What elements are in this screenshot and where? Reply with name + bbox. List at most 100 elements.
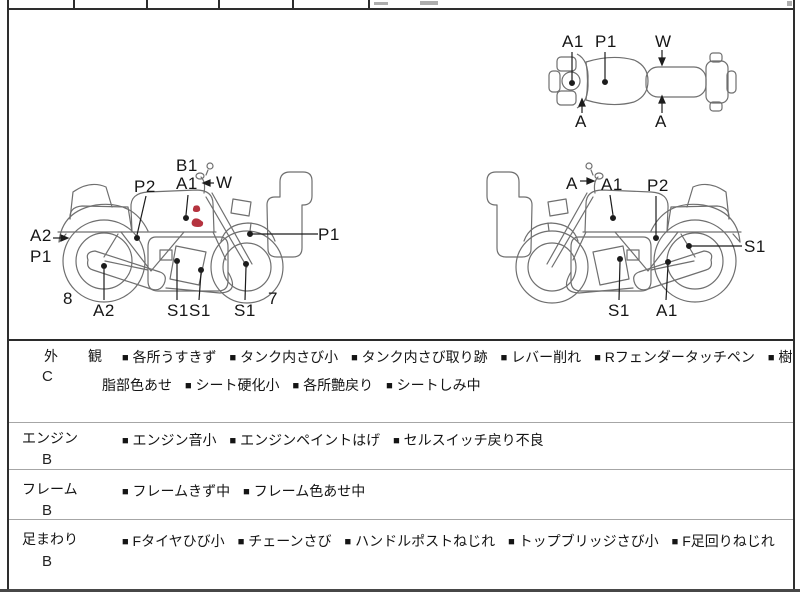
inspection-item-text: シート硬化小 (195, 377, 280, 393)
bullet-icon: ■ (393, 435, 400, 447)
diagram-label-top-view: W (655, 32, 672, 51)
section-items: ■ Fタイヤひび小■ チェーンさび■ ハンドルポストねじれ■ トップブリッジさび… (102, 528, 796, 556)
diagram-label-side-left: S1 (167, 301, 189, 320)
cutoff-text-fragment (787, 1, 792, 6)
inspection-item-text: タンク内さび取り跡 (361, 349, 488, 365)
bullet-icon: ■ (594, 352, 601, 364)
inspection-item: ■ シート硬化小 (185, 377, 293, 393)
section-items: ■ 各所うすきず■ タンク内さび小■ タンク内さび取り跡■ レバー削れ■ Rフェ… (102, 344, 796, 400)
section-grade: B (42, 451, 53, 468)
inspection-item-text: エンジン音小 (132, 432, 217, 448)
inspection-item: ■ フレームきず中 (122, 483, 243, 499)
inspection-item: ■ セルスイッチ戻り不良 (393, 432, 557, 448)
diagram-label-side-right: S1 (608, 301, 630, 320)
inspection-item: ■ タンク内さび取り跡 (351, 349, 501, 365)
inspection-item-text: セルスイッチ戻り不良 (403, 432, 544, 448)
section-label: 外 観 (44, 348, 110, 364)
diagram-label-side-left: A2 (30, 226, 52, 245)
diagram-label-side-right: A1 (656, 301, 678, 320)
bullet-icon: ■ (122, 352, 129, 364)
section-divider (8, 339, 794, 341)
section-divider (8, 519, 794, 520)
section-grade: C (42, 368, 53, 385)
inspection-item: ■ エンジン音小 (122, 432, 230, 448)
table-cell-divider (292, 0, 294, 10)
bullet-icon: ■ (122, 435, 129, 447)
motorcycle-top-view (548, 50, 737, 113)
diagram-label-top-view: A1 (562, 32, 584, 51)
inspection-item-text: チェーンさび (248, 533, 332, 549)
sheet-left-border (7, 0, 9, 591)
sheet-bottom-border (0, 589, 800, 592)
diagram-label-side-left: A1 (176, 174, 198, 193)
bullet-icon: ■ (500, 352, 508, 364)
table-cell-divider (368, 0, 370, 10)
bullet-icon: ■ (185, 380, 192, 392)
inspection-item-text: タンク内さび小 (240, 349, 339, 365)
table-cell-divider (146, 0, 148, 10)
inspection-item: ■ F足回りねじれ (672, 533, 788, 549)
section-label: フレーム (22, 481, 78, 497)
section-items: ■ フレームきず中■ フレーム色あせ中 (102, 478, 796, 506)
inspection-item-text: 各所うすきず (132, 349, 217, 365)
diagram-label-side-left: 7 (268, 289, 278, 308)
section-label: エンジン (22, 430, 78, 446)
diagram-label-side-left: P1 (318, 225, 340, 244)
inspection-item-text: 樹脂部色あせ (102, 349, 793, 393)
cutoff-text-fragment (420, 1, 438, 5)
inspection-item: ■ 各所艶戻り (293, 377, 387, 393)
damage-marks (191, 205, 204, 227)
table-top-border (7, 8, 795, 10)
bullet-icon: ■ (229, 352, 237, 364)
inspection-item: ■ トップブリッジさび小 (508, 533, 672, 549)
inspection-item-text: F足回りねじれ (682, 533, 775, 549)
diagram-label-top-view: A (655, 112, 667, 131)
motorcycle-side-right (486, 162, 742, 304)
inspection-item: ■ タンク内さび小 (230, 349, 352, 365)
inspection-item: ■ 樹脂部色あせ (102, 349, 792, 393)
bullet-icon: ■ (122, 486, 129, 498)
section-divider (8, 422, 794, 423)
inspection-item-text: フレームきず中 (132, 483, 231, 499)
section-label: 足まわり (22, 531, 78, 547)
diagram-label-side-right: A (566, 174, 578, 193)
bullet-icon: ■ (351, 352, 358, 364)
table-cell-divider (218, 0, 220, 10)
cutoff-text-fragment (374, 2, 388, 5)
bullet-icon: ■ (243, 486, 250, 498)
inspection-item: ■ 各所うすきず (122, 349, 230, 365)
motorcycle-side-left (53, 162, 318, 304)
diagram-label-side-left: P2 (134, 177, 156, 196)
inspection-item: ■ チェーンさび (238, 533, 345, 549)
diagram-label-side-left: B1 (176, 156, 198, 175)
section-items: ■ エンジン音小■ エンジンペイントはげ■ セルスイッチ戻り不良 (102, 427, 796, 455)
inspection-item: ■ レバー削れ (501, 349, 595, 365)
diagram-label-side-left: A2 (93, 301, 115, 320)
inspection-item: ■ フレーム色あせ中 (243, 483, 378, 499)
section-grade: B (42, 553, 53, 570)
inspection-item-text: トップブリッジさび小 (518, 533, 659, 549)
diagram-label-side-left: S1 (189, 301, 211, 320)
inspection-item-text: エンジンペイントはげ (240, 432, 381, 448)
bullet-icon: ■ (671, 536, 679, 548)
bullet-icon: ■ (122, 536, 129, 548)
inspection-item-text: フレーム色あせ中 (253, 483, 366, 499)
inspection-item: ■ Rフェンダータッチペン (594, 349, 768, 365)
section-divider (8, 469, 794, 470)
diagram-label-side-right: A1 (601, 175, 623, 194)
inspection-item-text: シートしみ中 (396, 377, 481, 393)
sheet-right-border (793, 0, 795, 591)
section-grade: B (42, 502, 53, 519)
diagram-label-side-left: P1 (30, 247, 52, 266)
inspection-item: ■ シートしみ中 (386, 377, 494, 393)
table-cell-divider (73, 0, 75, 10)
bullet-icon: ■ (344, 536, 352, 548)
diagram-label-top-view: A (575, 112, 587, 131)
inspection-item-text: ハンドルポストねじれ (355, 533, 496, 549)
bullet-icon: ■ (386, 380, 393, 392)
inspection-item-text: 各所艶戻り (303, 377, 374, 393)
diagram-label-side-right: S1 (744, 237, 766, 256)
diagram-label-side-right: P2 (647, 176, 669, 195)
